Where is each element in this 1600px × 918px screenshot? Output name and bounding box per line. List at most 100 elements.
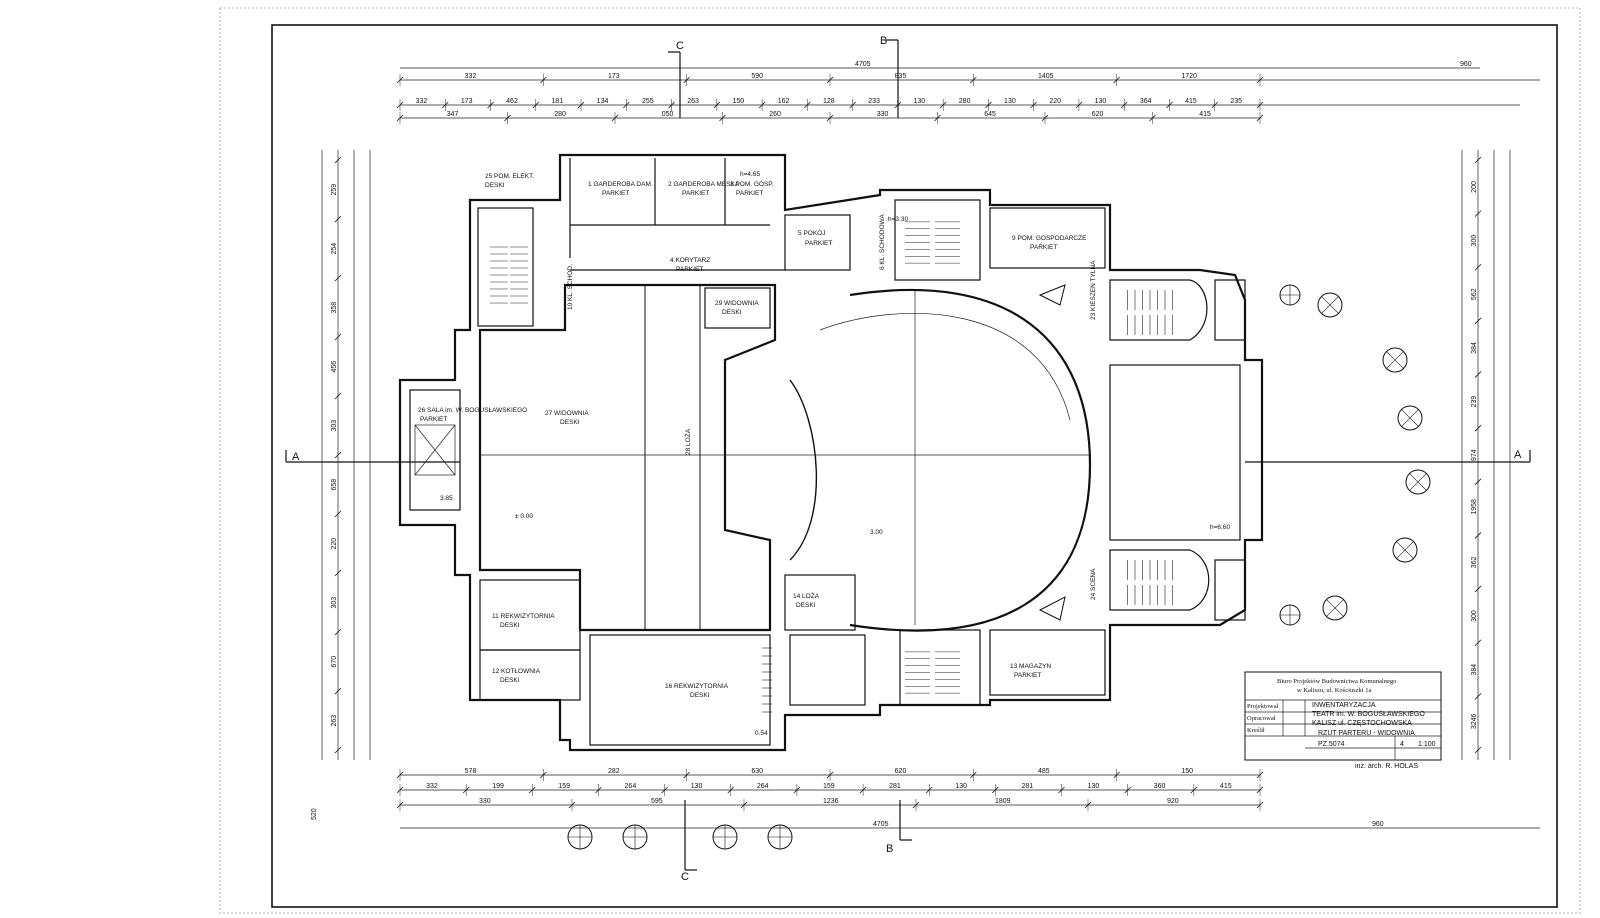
dim-top-row2-value: 364 <box>1140 98 1152 105</box>
dim-top-row1-value: 590 <box>751 73 763 80</box>
room-23-label: 27 WIDOWNIA <box>545 410 589 417</box>
title-project-line3: KALISZ ul. CZĘSTOCHOWSKA <box>1312 720 1412 727</box>
dim-top-row2-value: 181 <box>551 98 563 105</box>
dim-top-row1-value: 1720 <box>1181 73 1197 80</box>
title-office-line1: Biuro Projektów Budownictwa Komunalnego <box>1277 678 1396 685</box>
column-right-cross <box>1321 296 1339 314</box>
dim-right-tick <box>1474 263 1482 271</box>
dim-top-row2-value: 130 <box>1095 98 1107 105</box>
dim-right-value: 300 <box>1471 235 1478 247</box>
dim-left-tick <box>334 510 342 518</box>
room-labels: 1 GARDEROBA DAM. PARKIET 2 GARDEROBA MĘS… <box>418 173 1097 699</box>
column-right-cross <box>1409 473 1427 491</box>
dim-bottom-row2-value: 130 <box>955 783 967 790</box>
axis-marker-b-bottom: B <box>886 800 912 855</box>
dim-right-value: 239 <box>1471 396 1478 408</box>
dim-right-value: 362 <box>1471 556 1478 568</box>
room-9-floor: PARKIET <box>1030 244 1057 251</box>
level-hall: h=6.60 <box>1210 524 1230 531</box>
dim-bottom-row2-value: 264 <box>625 783 637 790</box>
room-3-label: 3 POM. GOSP. <box>730 181 774 188</box>
dim-bottom-row2-value: 159 <box>823 783 835 790</box>
title-block: Biuro Projektów Budownictwa Komunalnego … <box>1244 671 1442 770</box>
dim-bottom-row3-value: 1809 <box>995 798 1011 805</box>
room-16-floor: DESKI <box>690 692 710 699</box>
dim-bottom-row2-value: 264 <box>757 783 769 790</box>
room-9-label: 9 POM. GOSPODARCZE <box>1012 235 1087 242</box>
dim-left-tick <box>334 215 342 223</box>
column-right <box>1397 405 1423 431</box>
dim-top-row1-value: 173 <box>608 73 620 80</box>
dim-bottom-row2-value: 360 <box>1154 783 1166 790</box>
dim-left-value: 303 <box>331 597 338 609</box>
room-5-floor: PARKIET <box>805 240 832 247</box>
column-right-cross <box>1401 409 1419 427</box>
dim-right-tick <box>1474 317 1482 325</box>
level-room: h=4.65 <box>740 171 760 178</box>
dim-left-value: 259 <box>331 184 338 196</box>
axis-marker-c-top: C <box>668 40 684 118</box>
title-row-label-3: Kreślił <box>1247 727 1265 734</box>
room-6-label: 6 KL. SCHODOWA <box>879 214 886 270</box>
room-13-floor: PARKIET <box>1014 672 1041 679</box>
dim-top-row2-value: 220 <box>1049 98 1061 105</box>
dim-right-value: 384 <box>1471 342 1478 354</box>
dim-right-tick <box>1474 532 1482 539</box>
dim-top-row2-value: 415 <box>1185 98 1197 105</box>
dim-right-tick <box>1474 156 1482 164</box>
dim-top-right-overall: 960 <box>1460 61 1472 68</box>
dim-bottom-row2-value: 281 <box>1021 783 1033 790</box>
title-row-label-2: Opracował <box>1247 715 1276 722</box>
dim-top-row2-value: 130 <box>914 98 926 105</box>
dim-bottom-row2-value: 281 <box>889 783 901 790</box>
dim-top-row3-value: 620 <box>1092 111 1104 118</box>
level-room2: h=3.30 <box>888 216 908 223</box>
level-marks: ± 0.00 3.85 3.00 h=6.60 h=4.65 h=3.30 0.… <box>440 171 1230 737</box>
room-24-label: 28 LOŻA <box>683 428 692 455</box>
room-14-label: 14 LOŻA <box>793 591 820 600</box>
room-5-label: 5 POKÓJ <box>798 228 825 237</box>
dim-bottom-row1-value: 485 <box>1038 768 1050 775</box>
building-walls <box>398 153 1264 752</box>
dim-right-tick <box>1474 746 1482 754</box>
room-22-floor: PARKIET <box>420 416 447 423</box>
dim-bottom-row3-value: 920 <box>1167 798 1179 805</box>
room-25-label: 29 WIDOWNIA <box>715 300 759 307</box>
title-office-line2: w Kaliszu, ul. Kościuszki 1a <box>1297 687 1371 694</box>
column-right <box>1317 292 1343 318</box>
dim-left-value: 303 <box>331 420 338 432</box>
room-10-label: 10 KL. SCHOD. <box>567 264 574 310</box>
column-right-cross <box>1396 541 1414 559</box>
dim-left-value: 456 <box>331 361 338 373</box>
column-right <box>1392 537 1418 563</box>
dim-left-value: 254 <box>331 243 338 255</box>
axis-marker-a-left: A <box>285 450 460 463</box>
dim-top-row3-value: 050 <box>662 111 674 118</box>
dim-top-row2-value: 130 <box>1004 98 1016 105</box>
dim-top-row3-value: 347 <box>447 111 459 118</box>
svg-text:C: C <box>681 871 689 883</box>
dim-left-tick <box>334 451 342 459</box>
room-11-floor: DESKI <box>500 622 520 629</box>
dim-bottom-right-overall: 960 <box>1372 821 1384 828</box>
dim-top-row2-value: 150 <box>732 98 744 105</box>
title-row-label-1: Projektował <box>1247 703 1279 710</box>
dim-top-row2-value: 462 <box>506 98 518 105</box>
room-19-label: 23 KIESZEŃ TYLNA <box>1088 260 1097 320</box>
dim-bottom-row2-value: 159 <box>558 783 570 790</box>
room-2-floor: PARKIET <box>682 190 709 197</box>
dim-bottom-row1-value: 150 <box>1181 768 1193 775</box>
level-lift: 3.85 <box>440 495 453 502</box>
dim-top-row2-value: 128 <box>823 98 835 105</box>
dim-right-tick <box>1474 639 1482 647</box>
dim-bottom-row2-value: 130 <box>1088 783 1100 790</box>
axis-marker-b-top: B <box>880 35 899 118</box>
title-project-line1: INWENTARYZACJA <box>1312 702 1376 709</box>
drawing-frame <box>271 24 1558 908</box>
column-bottom <box>767 824 793 850</box>
dim-right-value: 200 <box>1471 181 1478 193</box>
room-12-floor: DESKI <box>500 677 520 684</box>
